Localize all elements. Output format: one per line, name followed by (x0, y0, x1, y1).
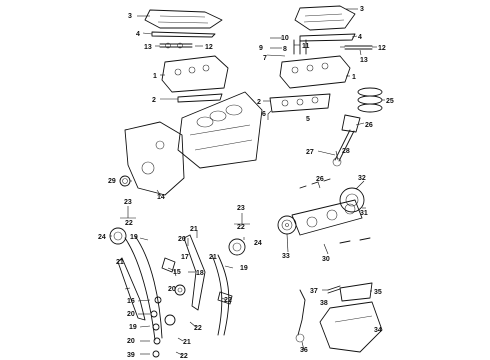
crankshaft (291, 199, 363, 236)
idler-sprocket (164, 314, 176, 326)
left-cylinder-head (161, 55, 229, 93)
callout-3-left: 3 (128, 13, 132, 20)
callout-7: 7 (263, 55, 267, 62)
callout-labels: 3 4 13 12 1 2 3 10 9 8 11 7 4 12 13 1 2 … (98, 6, 394, 360)
callout-21-right: 21 (209, 254, 217, 261)
callout-12-right: 12 (378, 45, 386, 52)
callout-24-left: 24 (98, 234, 106, 241)
callout-19-upper: 19 (130, 234, 138, 241)
callout-16: 16 (127, 298, 135, 305)
dipstick-tube (327, 285, 341, 294)
engine-block (177, 91, 263, 169)
callout-13-right: 13 (360, 57, 368, 64)
callout-34: 34 (374, 327, 382, 334)
callout-20-mid: 20 (168, 286, 176, 293)
callout-35: 35 (374, 289, 382, 296)
oil-pump-pickup (295, 289, 306, 343)
timing-cover (124, 121, 185, 196)
callout-19-lower: 19 (129, 324, 137, 331)
callout-3-right: 3 (360, 6, 364, 13)
callout-15: 15 (173, 269, 181, 276)
callout-24-right: 24 (254, 240, 262, 247)
callout-23-right: 23 (237, 205, 245, 212)
callout-9: 9 (259, 45, 263, 52)
timing-guide-right (183, 234, 206, 311)
front-seal (119, 175, 131, 187)
callout-1-left: 1 (153, 73, 157, 80)
callout-11: 11 (302, 43, 310, 50)
right-valve-cover (294, 5, 356, 31)
right-cover-gasket (299, 33, 356, 42)
callout-33: 33 (282, 253, 290, 260)
cam-sprocket-right (228, 238, 246, 256)
callout-22-right: 22 (237, 224, 245, 231)
callout-37: 37 (310, 288, 318, 295)
callout-25: 25 (386, 98, 394, 105)
oil-pan (319, 301, 383, 353)
callout-12-left: 12 (205, 44, 213, 51)
callout-22-mid: 22 (224, 297, 232, 304)
callout-19-right: 19 (240, 265, 248, 272)
callout-38: 38 (320, 300, 328, 307)
left-valve-cover (144, 9, 223, 29)
callout-26-lower: 26 (316, 176, 324, 183)
callout-31: 31 (360, 210, 368, 217)
callout-20-lower: 20 (127, 311, 135, 318)
callout-23-left: 23 (124, 199, 132, 206)
callout-8: 8 (283, 46, 287, 53)
callout-32: 32 (358, 175, 366, 182)
right-camshaft (344, 45, 373, 50)
cam-sprocket-left (109, 227, 127, 245)
windage-tray (339, 282, 373, 302)
callout-4-left: 4 (136, 31, 140, 38)
callout-22-bottom: 22 (180, 353, 188, 360)
timing-guide-left (117, 257, 146, 321)
callout-29: 29 (108, 178, 116, 185)
callout-6: 6 (262, 111, 266, 118)
left-camshaft-upper (159, 42, 193, 49)
callout-13-left: 13 (144, 44, 152, 51)
valve-springs (293, 39, 307, 55)
chain-guide-lower (217, 291, 233, 305)
callout-27: 27 (306, 149, 314, 156)
callout-28: 28 (342, 148, 350, 155)
crank-pulley (277, 215, 297, 235)
callout-20-upper: 20 (178, 236, 186, 243)
callout-5: 5 (306, 116, 310, 123)
piston-rings (357, 87, 383, 113)
callout-4-right: 4 (358, 34, 362, 41)
callout-30: 30 (322, 256, 330, 263)
callout-20-bottom: 20 (127, 338, 135, 345)
callout-36: 36 (300, 347, 308, 354)
left-head-gasket (177, 93, 223, 103)
timing-chain-secondary (211, 254, 230, 336)
callout-2-right: 2 (257, 99, 261, 106)
callout-21-left: 21 (190, 226, 198, 233)
piston-and-rod (332, 114, 361, 167)
rear-seal-housing (339, 187, 365, 213)
callout-21-mid: 21 (116, 259, 124, 266)
leader-lines (110, 8, 385, 356)
crank-sprocket (174, 284, 186, 296)
right-cylinder-head (279, 55, 351, 89)
chain-tensioner (161, 257, 176, 273)
right-head-gasket (269, 93, 331, 113)
callout-21-lower: 21 (183, 339, 191, 346)
callout-2-left: 2 (152, 97, 156, 104)
main-bearings (299, 178, 371, 244)
callout-39: 39 (127, 352, 135, 359)
callout-22-lower: 22 (194, 325, 202, 332)
left-cover-gasket (151, 31, 216, 38)
callout-22-left: 22 (125, 220, 133, 227)
callout-10: 10 (281, 35, 289, 42)
callout-26-upper: 26 (365, 122, 373, 129)
small-fasteners (150, 296, 162, 358)
callout-17: 17 (181, 254, 189, 261)
callout-14: 14 (157, 194, 165, 201)
callout-18: 18 (196, 270, 204, 277)
callout-1-right: 1 (352, 74, 356, 81)
